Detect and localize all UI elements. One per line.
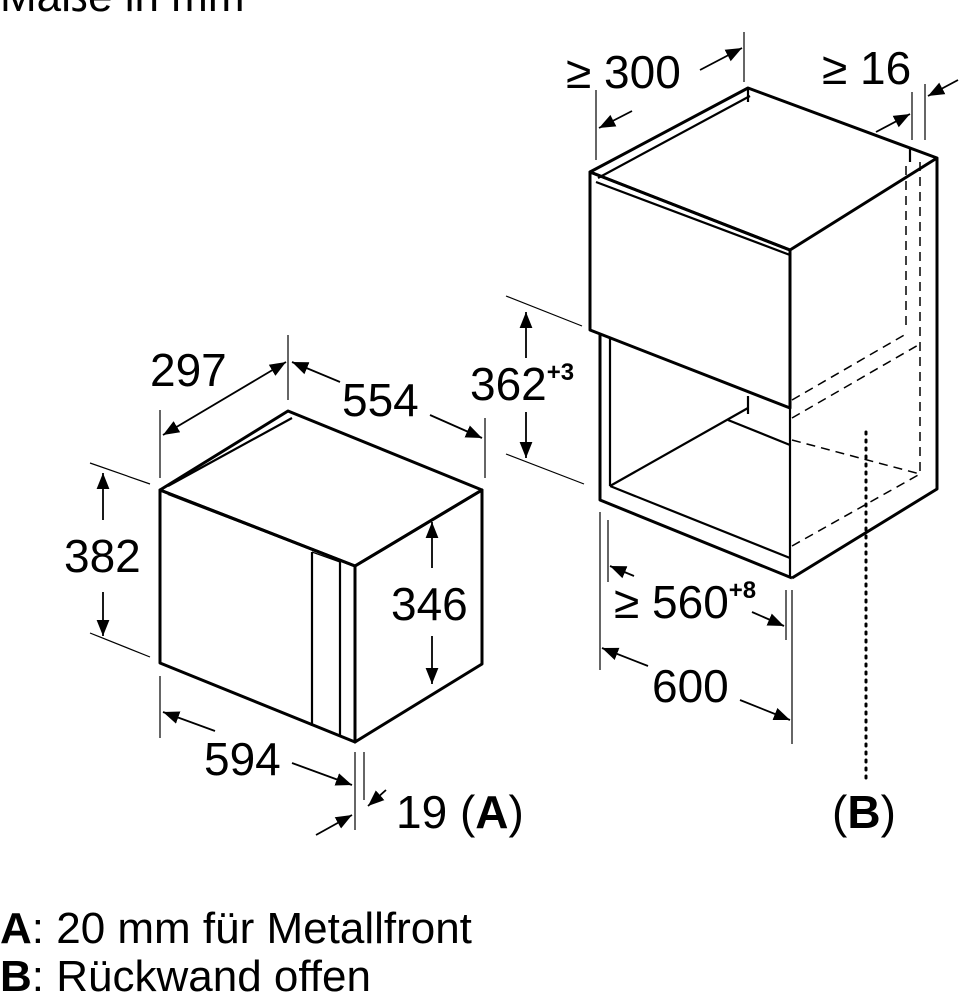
dim-382-label: 382 (64, 530, 141, 582)
dim-362-tolerance: +3 (547, 359, 574, 386)
legend-item-a: A: 20 mm für Metallfront (0, 907, 472, 951)
upper-cabinet-top (588, 86, 939, 252)
dim-346-label: 346 (391, 578, 468, 630)
legend-key-a: A (0, 904, 32, 953)
niche-frame (598, 334, 793, 580)
diagram-title: Maße in mm (0, 0, 244, 22)
dim-16-arrow (875, 113, 911, 133)
dim-362-label: 362+3 (470, 358, 574, 410)
appliance-side-face (353, 488, 484, 744)
dim-600-label: 600 (652, 660, 729, 712)
dim-554-arrow (291, 361, 341, 383)
dim-16-label: ≥ 16 (822, 42, 911, 94)
legend-key-b: B (0, 952, 32, 1001)
ref-b-label: (B) (832, 786, 896, 838)
upper-cabinet-front (588, 170, 792, 410)
dim-560-arrow (609, 565, 635, 579)
appliance-front-rim (167, 417, 293, 487)
cabinet-drawing: ≥ 300 ≥ 16 362+3 ≥ 560+8 600 (B) (470, 32, 959, 838)
legend-item-b: B: Rückwand offen (0, 955, 371, 999)
dim-560-label: ≥ 560+8 (614, 576, 756, 628)
ref-a-label: A (475, 786, 508, 838)
installation-diagram: 297 554 382 346 594 19 (A) (64, 32, 959, 838)
appliance-drawing: 297 554 382 346 594 19 (A) (64, 335, 524, 838)
dim-594-label: 594 (204, 733, 281, 785)
dim-560-tolerance: +8 (729, 577, 756, 604)
dim-554-label: 554 (342, 374, 419, 426)
appliance-top-face (158, 409, 484, 568)
dim-600-arrow (601, 647, 649, 667)
dim-300-arrow (598, 110, 633, 129)
cabinet-side (791, 158, 939, 580)
dim-297-label: 297 (150, 344, 227, 396)
dim-594-arrow (162, 711, 216, 732)
dim-19-arrow (315, 814, 353, 836)
hidden-edges (791, 162, 921, 547)
legend-text-b: : Rückwand offen (31, 952, 371, 1001)
legend-text-a: : 20 mm für Metallfront (31, 904, 472, 953)
dim-300-label: ≥ 300 (566, 46, 681, 98)
dim-19-label: 19 (A) (396, 786, 524, 838)
dim-297-arrow (162, 361, 287, 436)
